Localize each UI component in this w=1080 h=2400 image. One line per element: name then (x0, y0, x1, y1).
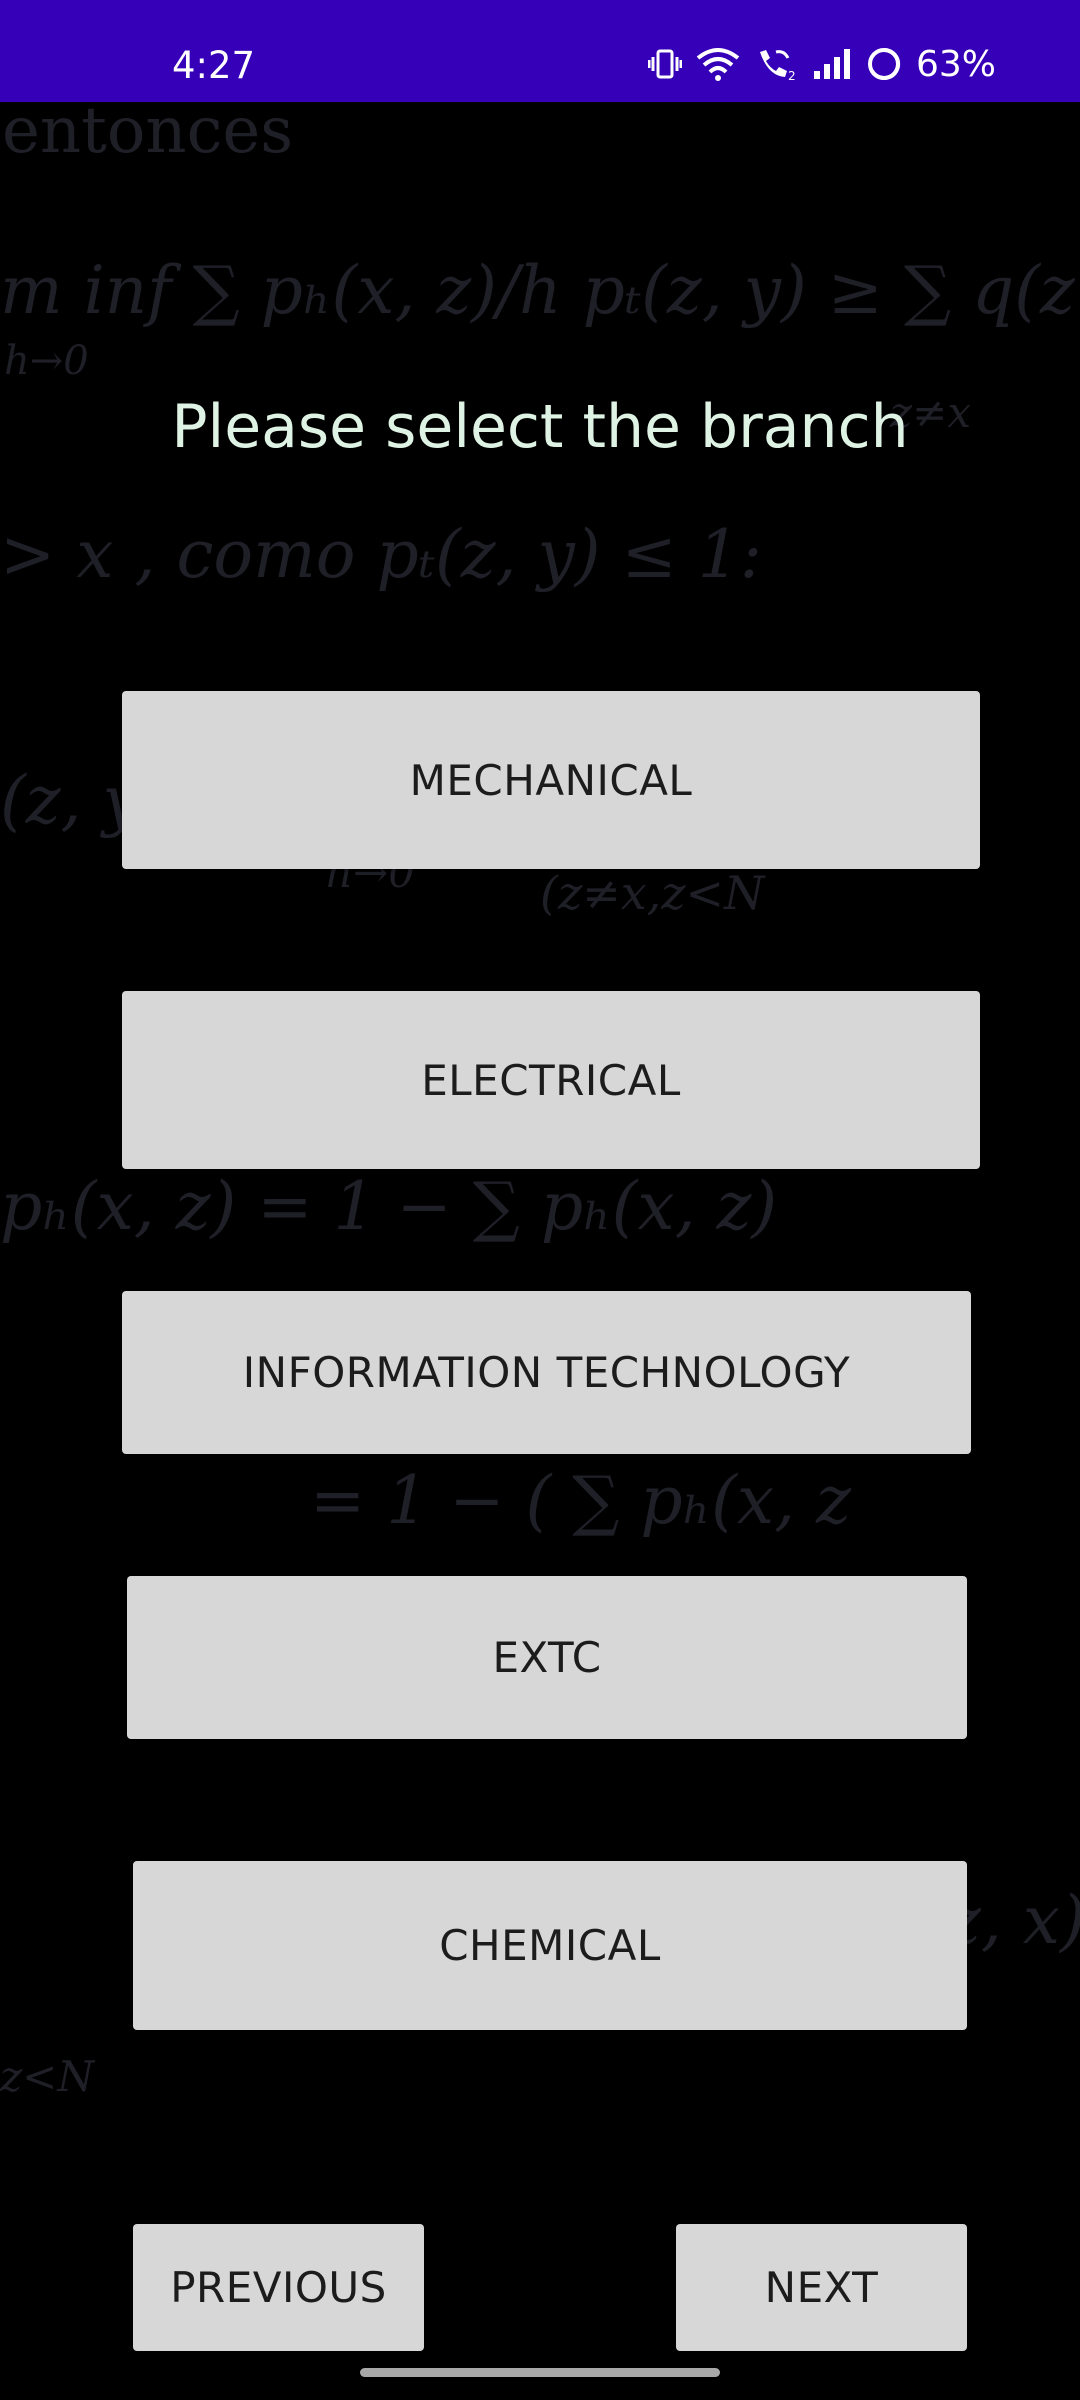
math-line: z<N (0, 2052, 95, 2101)
electrical-button[interactable]: ELECTRICAL (122, 991, 980, 1169)
math-line: = 1 − ( ∑ pₕ(x, z (310, 1462, 851, 1539)
math-line: h→0 (4, 338, 89, 384)
chemical-button[interactable]: CHEMICAL (133, 1861, 967, 2030)
status-icons: 2 63% (647, 42, 996, 86)
battery-icon (866, 46, 902, 82)
home-indicator[interactable] (360, 2368, 720, 2377)
wifi-calling-icon: 2 (754, 46, 798, 82)
svg-text:2: 2 (788, 69, 796, 82)
background-math-image: entonces m inf ∑ pₕ(x, z)/h pₜ(z, y) ≥ ∑… (0, 102, 1080, 2400)
previous-button[interactable]: PREVIOUS (133, 2224, 424, 2351)
battery-percent: 63% (915, 43, 996, 85)
math-line: pₕ(x, z) = 1 − ∑ pₕ(x, z) (0, 1168, 778, 1245)
math-line: (z≠x,z<N (540, 866, 765, 920)
math-line: entonces (2, 102, 294, 168)
wifi-icon (696, 46, 740, 82)
math-line: z≠x (890, 388, 972, 437)
status-time: 4:27 (172, 44, 256, 87)
extc-button[interactable]: EXTC (127, 1576, 967, 1739)
information-technology-button[interactable]: INFORMATION TECHNOLOGY (122, 1291, 971, 1454)
page-title: Please select the branch (171, 392, 909, 462)
status-bar: 4:27 2 63% (0, 0, 1080, 102)
math-line: z, x) (946, 1882, 1080, 1959)
next-button[interactable]: NEXT (676, 2224, 967, 2351)
math-line: (z, y (0, 762, 140, 839)
vibrate-icon (647, 47, 682, 81)
mechanical-button[interactable]: MECHANICAL (122, 691, 980, 869)
signal-icon (812, 47, 852, 81)
math-line: m inf ∑ pₕ(x, z)/h pₜ(z, y) ≥ ∑ q(z (0, 252, 1075, 329)
math-line: > x , como pₜ(z, y) ≤ 1: (0, 516, 762, 593)
